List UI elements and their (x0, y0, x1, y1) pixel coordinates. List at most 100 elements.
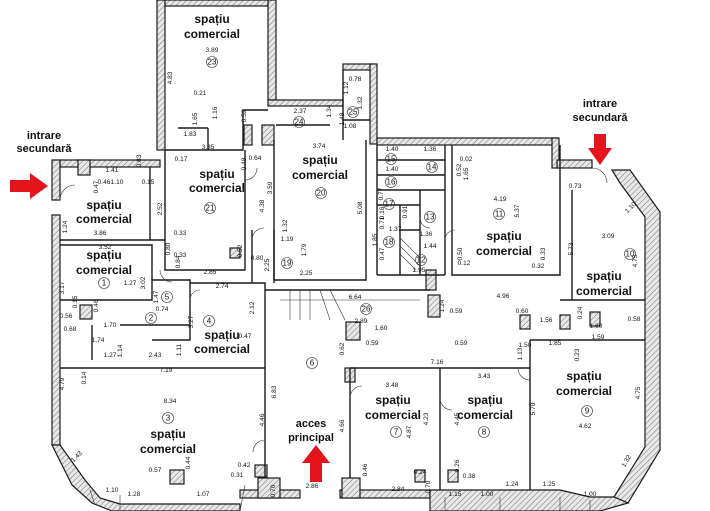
dimension-label: 0.59 (450, 308, 463, 315)
arrow-main-access (302, 445, 330, 482)
dimension-label: 1.37 (389, 226, 402, 233)
dimension-label: 4.46 (259, 413, 266, 426)
room-number: 6 (306, 357, 318, 369)
svg-text:2: 2 (149, 314, 154, 323)
space-label-11-l1: spațiu (486, 229, 521, 243)
dimension-label: 1.95 (413, 267, 426, 274)
dimension-label: 0.80 (165, 242, 172, 255)
dimension-label: 4.45 (454, 412, 461, 425)
dimension-label: 3.74 (313, 143, 326, 150)
svg-text:20: 20 (317, 189, 326, 198)
room-number: 9 (581, 405, 593, 417)
dimension-label: 0.64 (249, 155, 262, 162)
dimension-label: 1.32 (282, 219, 289, 232)
dimension-label: 1.60 (375, 325, 388, 332)
space-label-21-l2: comercial (189, 181, 245, 195)
room-number: 4 (203, 315, 215, 327)
dimension-label: 0.42 (238, 462, 251, 469)
space-label-1-l2: comercial (76, 263, 132, 277)
dimension-label: 1.85 (549, 340, 562, 347)
dimension-label: 0.47 (379, 247, 386, 260)
dimension-label: 0.59 (455, 340, 468, 347)
dimension-label: 0.46 (362, 463, 369, 476)
main-access-line1: acces (296, 418, 327, 430)
dimension-label: 0.84 (175, 255, 182, 268)
svg-text:8: 8 (482, 428, 487, 437)
svg-text:9: 9 (585, 407, 590, 416)
dimension-label: 4.62 (579, 423, 592, 430)
space-label-20-l1: spațiu (302, 153, 337, 167)
space-label-11-l2: comercial (476, 244, 532, 258)
dimension-label: 0.33 (174, 230, 187, 237)
dimension-label: 1.16 (212, 106, 219, 119)
dimension-label: 4.66 (339, 419, 346, 432)
dimension-label: 0.58 (628, 316, 641, 323)
room-number: 20 (315, 187, 327, 199)
arrow-right-entrance (588, 134, 612, 165)
dimension-label: 0.57 (149, 467, 162, 474)
dimension-label: 8.34 (164, 398, 177, 405)
dimension-label: 0.47 (93, 180, 100, 193)
dimension-label: 0.46 (98, 179, 111, 186)
dimension-label: 0.74 (156, 306, 169, 313)
dimension-label: 0.70 (270, 484, 277, 497)
space-labels: spațiu comercial spațiu comercial spațiu… (76, 12, 632, 456)
dimension-label: 1.00 (584, 491, 597, 498)
dimension-label: 7.19 (160, 367, 173, 374)
dimension-label: 5.70 (530, 402, 537, 415)
space-label-7-l2: comercial (365, 408, 421, 422)
dimension-label: 3.89 (206, 47, 219, 54)
dimension-label: 2.84 (392, 486, 405, 493)
dimension-label: 1.07 (197, 491, 210, 498)
room-number: 8 (478, 426, 490, 438)
right-entrance-line2: secundară (572, 112, 628, 124)
room-number: 11 (493, 208, 505, 220)
dimension-label: 3.86 (94, 230, 107, 237)
dimension-label: 0.52 (241, 109, 248, 122)
dimension-label: 1.28 (128, 491, 141, 498)
dimension-label: 1.34 (326, 104, 333, 117)
dimension-label: 0.33 (174, 252, 187, 259)
dimension-label: 0.46 (93, 299, 100, 312)
dimension-label: 6.64 (349, 294, 362, 301)
dimension-label: 1.11 (176, 344, 183, 357)
dimension-label: 1.85 (372, 233, 379, 246)
dimension-label: 1.60 (590, 323, 603, 330)
dimension-label: 0.32 (532, 263, 545, 270)
dimension-label: 3.48 (386, 382, 399, 389)
dimension-label: 7.16 (431, 359, 444, 366)
dimension-label: 3.59 (267, 181, 274, 194)
dimension-label: 3.09 (602, 233, 615, 240)
partitions (60, 70, 645, 490)
dimension-label: 1.24 (506, 481, 519, 488)
svg-text:16: 16 (387, 178, 396, 187)
dimension-label: 4.75 (635, 386, 642, 399)
dimension-label: 0.83 (136, 154, 143, 167)
dimension-label: 0.16 (379, 206, 386, 219)
dimension-label: 4.19 (494, 196, 507, 203)
dimension-label: 2.25 (264, 258, 271, 271)
dimension-label: 1.40 (386, 146, 399, 153)
dimension-label: 0.62 (339, 342, 346, 355)
stairs (89, 237, 591, 511)
right-entrance-line1: intrare (583, 98, 617, 110)
dimension-label: 1.56 (540, 317, 553, 324)
dimension-label: 2.52 (157, 202, 164, 215)
room-number: 3 (162, 412, 174, 424)
room-number: 25 (347, 106, 359, 118)
dimension-label: 1.74 (92, 337, 105, 344)
dimension-label: 1.25 (543, 481, 556, 488)
svg-text:25: 25 (349, 108, 358, 117)
dimension-label: 1.14 (117, 344, 124, 357)
room-number: 23 (206, 56, 218, 68)
dimension-label: 2.25 (300, 270, 313, 277)
room-number: 7 (390, 426, 402, 438)
dimension-label: 4.38 (259, 199, 266, 212)
svg-text:21: 21 (206, 204, 215, 213)
dimension-label: 0.52 (237, 244, 244, 257)
dimension-label: 0.38 (463, 473, 476, 480)
dimension-label: 0.80 (251, 255, 264, 262)
dimension-label: 2.86 (306, 483, 319, 490)
dimension-label: 1.32 (621, 454, 634, 469)
